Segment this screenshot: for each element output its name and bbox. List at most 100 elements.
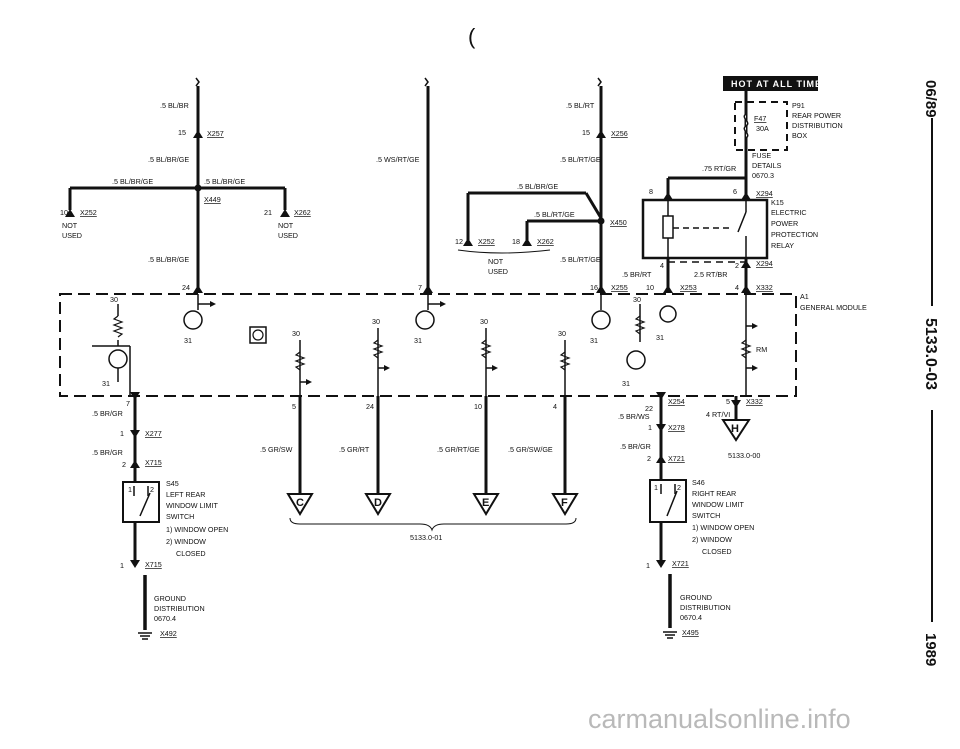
connector-symbol (130, 392, 140, 400)
ref-triangle-h (721, 419, 751, 442)
pin-label: 30 (292, 329, 300, 338)
connector-symbol (741, 192, 751, 200)
connector-label: X294 (756, 189, 773, 198)
connector-symbol (193, 285, 203, 293)
connector-symbol (522, 238, 532, 246)
connector-label: X252 (80, 208, 97, 217)
fuse-amps: 30A (756, 124, 769, 133)
pin-label: 31 (656, 333, 664, 342)
bl-rt-wiring: .5 BL/RT 15 X256 .5 BL/RT/GE .5 BL/BR/GE… (455, 77, 628, 293)
connector-label: X332 (746, 397, 763, 406)
connector-symbol (130, 460, 140, 468)
wire-label: .5 BL/BR/GE (517, 182, 558, 191)
pin-label: 30 (372, 317, 380, 326)
s46-label: SWITCH (692, 511, 720, 520)
fuse-symbol (743, 113, 749, 139)
ground-label: 0670.4 (680, 613, 702, 622)
note-label: NOT (488, 257, 504, 266)
wire-label: .5 BL/BR (160, 101, 189, 110)
pin-label: 30 (480, 317, 488, 326)
ref-label-e: E (482, 497, 489, 509)
pin-label: 31 (414, 336, 422, 345)
wire-label: .5 GR/SW/GE (508, 445, 553, 454)
wire-label: .5 BR/WS (618, 412, 650, 421)
arrow (752, 365, 758, 371)
pin-label: 24 (182, 283, 190, 292)
wire-label: .5 BL/RT/GE (560, 255, 601, 264)
k15-label: POWER (771, 219, 798, 228)
connector-label: X256 (611, 129, 628, 138)
pin-label: 31 (102, 379, 110, 388)
s45-label: LEFT REAR (166, 490, 205, 499)
s45-option: 1) WINDOW OPEN (166, 525, 228, 534)
connector-symbol (656, 455, 666, 463)
wire-break-mark (195, 77, 200, 87)
ground-label: GROUND (680, 593, 712, 602)
note-label: NOT (62, 221, 78, 230)
connector-label: X332 (756, 283, 773, 292)
transistor (108, 349, 128, 369)
connector-label: X450 (610, 218, 627, 227)
connector-symbol (596, 285, 606, 293)
transistor (415, 310, 435, 330)
center-wiring: .5 WS/RT/GE 7 (376, 77, 433, 293)
ref-label-c: C (296, 497, 304, 509)
wire-label: .5 GR/RT/GE (437, 445, 480, 454)
arrow (306, 379, 312, 385)
p91-label: DISTRIBUTION (792, 121, 843, 130)
connector-label: X252 (478, 237, 495, 246)
p91-label: BOX (792, 131, 807, 140)
wire-bl-br-ge (584, 192, 603, 219)
side-section: 5133.0-03 (922, 318, 939, 390)
pin-label: 2 (122, 460, 126, 469)
fuse-note: FUSE (752, 151, 771, 160)
arrow (384, 365, 390, 371)
connector-label: X255 (611, 283, 628, 292)
s45-code: S45 (166, 479, 179, 488)
wire-label: .5 BR/GR (620, 442, 651, 451)
s46-label: RIGHT REAR (692, 489, 736, 498)
ground-icon (138, 632, 152, 640)
general-module: A1 GENERAL MODULE 30 31 31 30 30 (59, 292, 867, 397)
connector-symbol (656, 392, 666, 400)
watermark: carmanualsonline.info (588, 704, 851, 734)
wire-break-mark (597, 77, 602, 87)
ref-triangle-c (286, 493, 314, 516)
bracket-line (457, 249, 551, 254)
connector-symbol (130, 430, 140, 438)
wire-label: 4 RT/VI (706, 410, 730, 419)
arrow (210, 301, 216, 307)
s46-option: CLOSED (702, 547, 732, 556)
connector-symbol (741, 285, 751, 293)
ref-page-label: 5133.0-00 (728, 451, 760, 460)
connector-label: X253 (680, 283, 697, 292)
ground-label: 0670.4 (154, 614, 176, 623)
transistor (659, 305, 677, 323)
pin-label: 31 (184, 336, 192, 345)
pin-label: 4 (660, 261, 664, 270)
pin-label: 1 (128, 485, 132, 494)
s46-branch: 22 X254 .5 BR/WS 1 X278 .5 BR/GR 2 X721 … (618, 392, 763, 639)
pin-label: 31 (590, 336, 598, 345)
pin-label: 15 (178, 128, 186, 137)
s46-option: 2) WINDOW (692, 535, 732, 544)
k15-label: RELAY (771, 241, 794, 250)
pin-label: 10 (60, 208, 68, 217)
connector-symbol (463, 238, 473, 246)
wire-label: .5 BL/RT/GE (534, 210, 575, 219)
power-section: HOT AT ALL TIMES F47 30A P91 REAR POWER … (622, 76, 843, 293)
pin-label: 10 (474, 402, 482, 411)
pin-label: 2 (150, 485, 154, 494)
left-top-wiring: .5 BL/BR 15 X257 .5 BL/BR/GE .5 BL/BR/GE… (60, 77, 311, 293)
module-logo-icon (249, 326, 267, 344)
pin-label: 18 (512, 237, 520, 246)
side-year: 1989 (922, 633, 939, 666)
connector-label: X715 (145, 560, 162, 569)
ref-page-label: 5133.0-01 (410, 533, 442, 542)
pin-label: 1 (648, 423, 652, 432)
wire-label: .5 BL/BR/GE (204, 177, 245, 186)
p91-code: P91 (792, 101, 805, 110)
wire-label: .5 BL/RT/GE (560, 155, 601, 164)
transistor (183, 310, 203, 330)
